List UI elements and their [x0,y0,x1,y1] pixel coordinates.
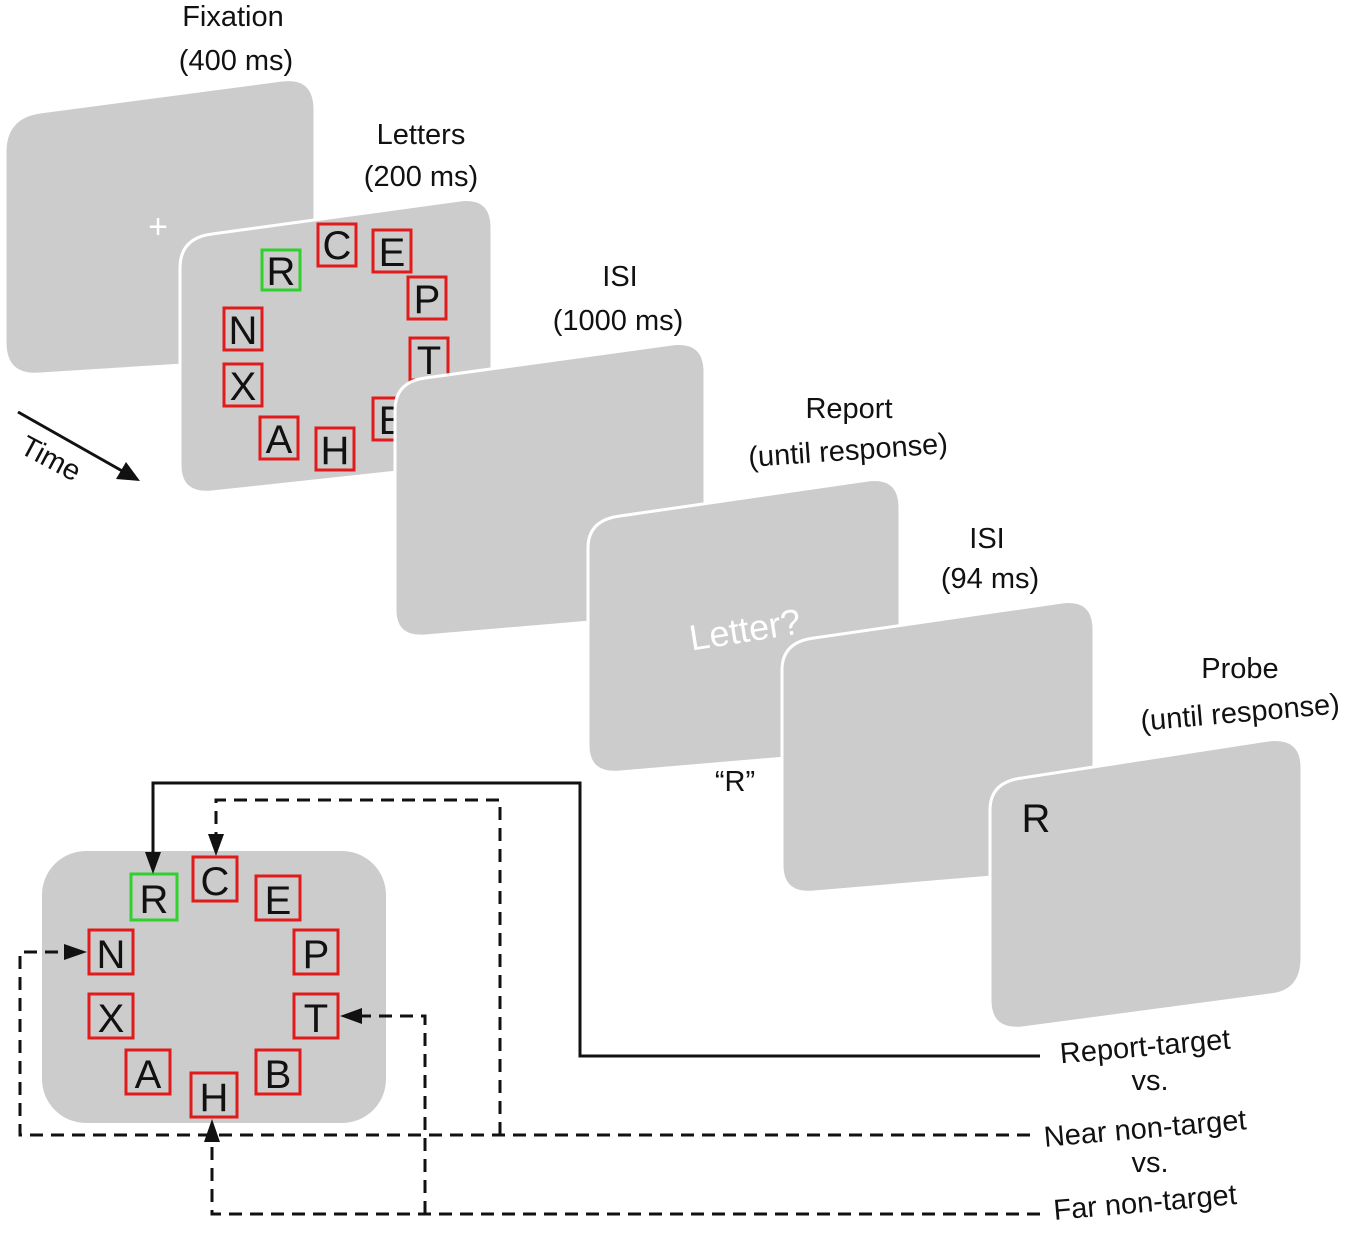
big-letter-A: A [124,1048,172,1097]
report-response: “R” [715,766,755,798]
report-duration: (until response) [747,428,949,474]
legend-far-non-target: Far non-target [1052,1179,1238,1227]
letter-E: E [371,228,413,275]
probe-screen [988,738,1304,1030]
legend-report-target: Report-target [1059,1024,1232,1071]
letter-text: E [265,879,292,923]
legend-vs-2: vs. [1131,1147,1168,1179]
far-to-T-arrowhead [340,1008,362,1024]
nontarget-box [254,874,302,922]
nontarget-box [292,928,340,976]
isi-2-title: ISI [969,523,1004,555]
nontarget-box [87,992,135,1040]
letter-text: X [98,997,125,1041]
report-target-arrowhead [145,852,161,874]
nontarget-box [406,275,448,321]
nontarget-box [316,222,358,268]
big-letter-P: P [292,928,340,977]
big-letter-T: T [292,992,340,1041]
letter-text: E [379,231,406,275]
nontarget-box [87,928,135,976]
letter-C: C [316,222,358,268]
big-letter-H: H [189,1071,239,1120]
report-target-connector [151,781,1040,1058]
target-box [260,248,302,292]
nontarget-box [254,1048,302,1096]
letters-duration: (200 ms) [364,161,478,193]
big-letter-C: C [191,855,239,904]
probe-title: Probe [1201,653,1278,685]
nontarget-box [314,426,356,472]
letter-text: N [97,933,126,977]
letter-text: A [135,1053,162,1097]
letter-X: X [222,362,264,409]
time-label: Time [15,430,86,488]
near-to-C-connector [214,798,502,1135]
letter-text: C [323,224,352,268]
near-to-N-arrowhead [64,944,87,960]
letter-text: X [230,365,257,409]
letter-text: A [266,418,293,462]
letter-text: C [201,860,230,904]
letter-N: N [222,306,264,353]
letter-text: P [414,278,441,322]
nontarget-box [191,855,239,903]
nontarget-box [222,306,264,352]
letter-text: H [321,429,350,473]
letter-H: H [314,426,356,473]
letter-text: H [200,1076,229,1120]
probe-letter: R [1022,797,1051,841]
isi-1-title: ISI [602,261,637,293]
isi-2-duration: (94 ms) [941,563,1039,595]
comparison-legend: Report-target vs. Near non-target vs. Fa… [1043,1024,1248,1227]
near-to-C-arrowhead [208,834,224,856]
target-box [129,872,179,922]
letter-A: A [258,415,300,462]
nontarget-box [189,1071,239,1119]
fixation-title: Fixation [182,1,284,33]
letters-ring: R C E P T B H A [222,222,450,473]
nontarget-box [124,1048,172,1096]
isi-1-duration: (1000 ms) [553,305,684,337]
letter-text: T [304,997,328,1041]
big-letter-R: R [129,872,179,922]
letter-text: P [303,933,330,977]
big-letter-X: X [87,992,135,1041]
fixation-duration: (400 ms) [179,45,293,77]
nontarget-box [222,362,264,408]
big-letter-E: E [254,874,302,923]
letters-title: Letters [377,119,466,151]
near-to-N-connector [18,950,1030,1137]
enlarged-letters-ring: R C E P T B H A [87,855,340,1120]
legend-vs-1: vs. [1131,1065,1168,1097]
report-title: Report [805,393,892,425]
far-to-H-arrowhead [204,1119,220,1142]
letter-R: R [260,248,302,294]
letter-P: P [406,275,448,322]
big-letter-B: B [254,1048,302,1097]
letter-text: R [267,250,296,294]
time-arrow [17,410,140,481]
far-to-T-connector [360,1014,427,1214]
fixation-cross: + [148,208,168,246]
big-letter-N: N [87,928,135,977]
letter-text: B [265,1053,292,1097]
nontarget-box [292,992,340,1040]
nontarget-box [258,415,300,461]
probe-duration: (until response) [1139,688,1341,737]
far-to-H-connector [210,1140,1040,1216]
letter-text: R [140,878,169,922]
nontarget-box [371,228,413,274]
letter-text: N [229,309,258,353]
